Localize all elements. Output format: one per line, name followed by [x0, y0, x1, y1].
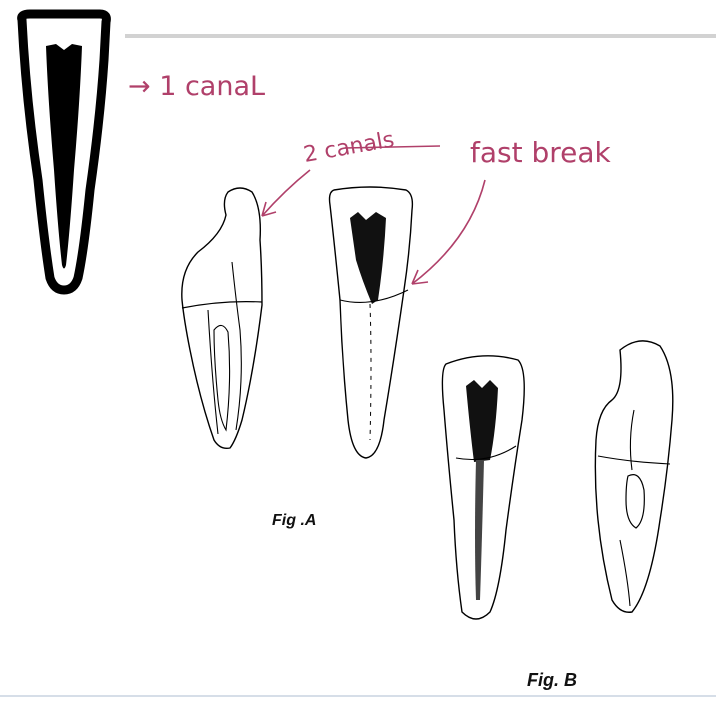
- fig-b-narrow-canal-tooth: [441, 355, 525, 620]
- fig-b-bifurcated-tooth: [594, 340, 674, 613]
- one-canal-label: → 1 canaL: [128, 71, 265, 102]
- fig-a-label: Fig .A: [272, 512, 316, 529]
- one-canal-annotation: → 1 canaL: [128, 71, 265, 102]
- fast-break-annotation: fast break: [470, 136, 612, 169]
- fig-a-fast-break-tooth: [328, 186, 414, 459]
- two-canals-arrow: [261, 169, 311, 217]
- fast-break-arrow: [411, 179, 486, 285]
- fig-b-label: Fig. B: [527, 670, 577, 690]
- large-single-canal-tooth: [17, 9, 111, 295]
- fig-a-two-canal-tooth: [181, 187, 263, 450]
- two-canals-underline: [344, 145, 441, 149]
- fast-break-label: fast break: [470, 136, 612, 169]
